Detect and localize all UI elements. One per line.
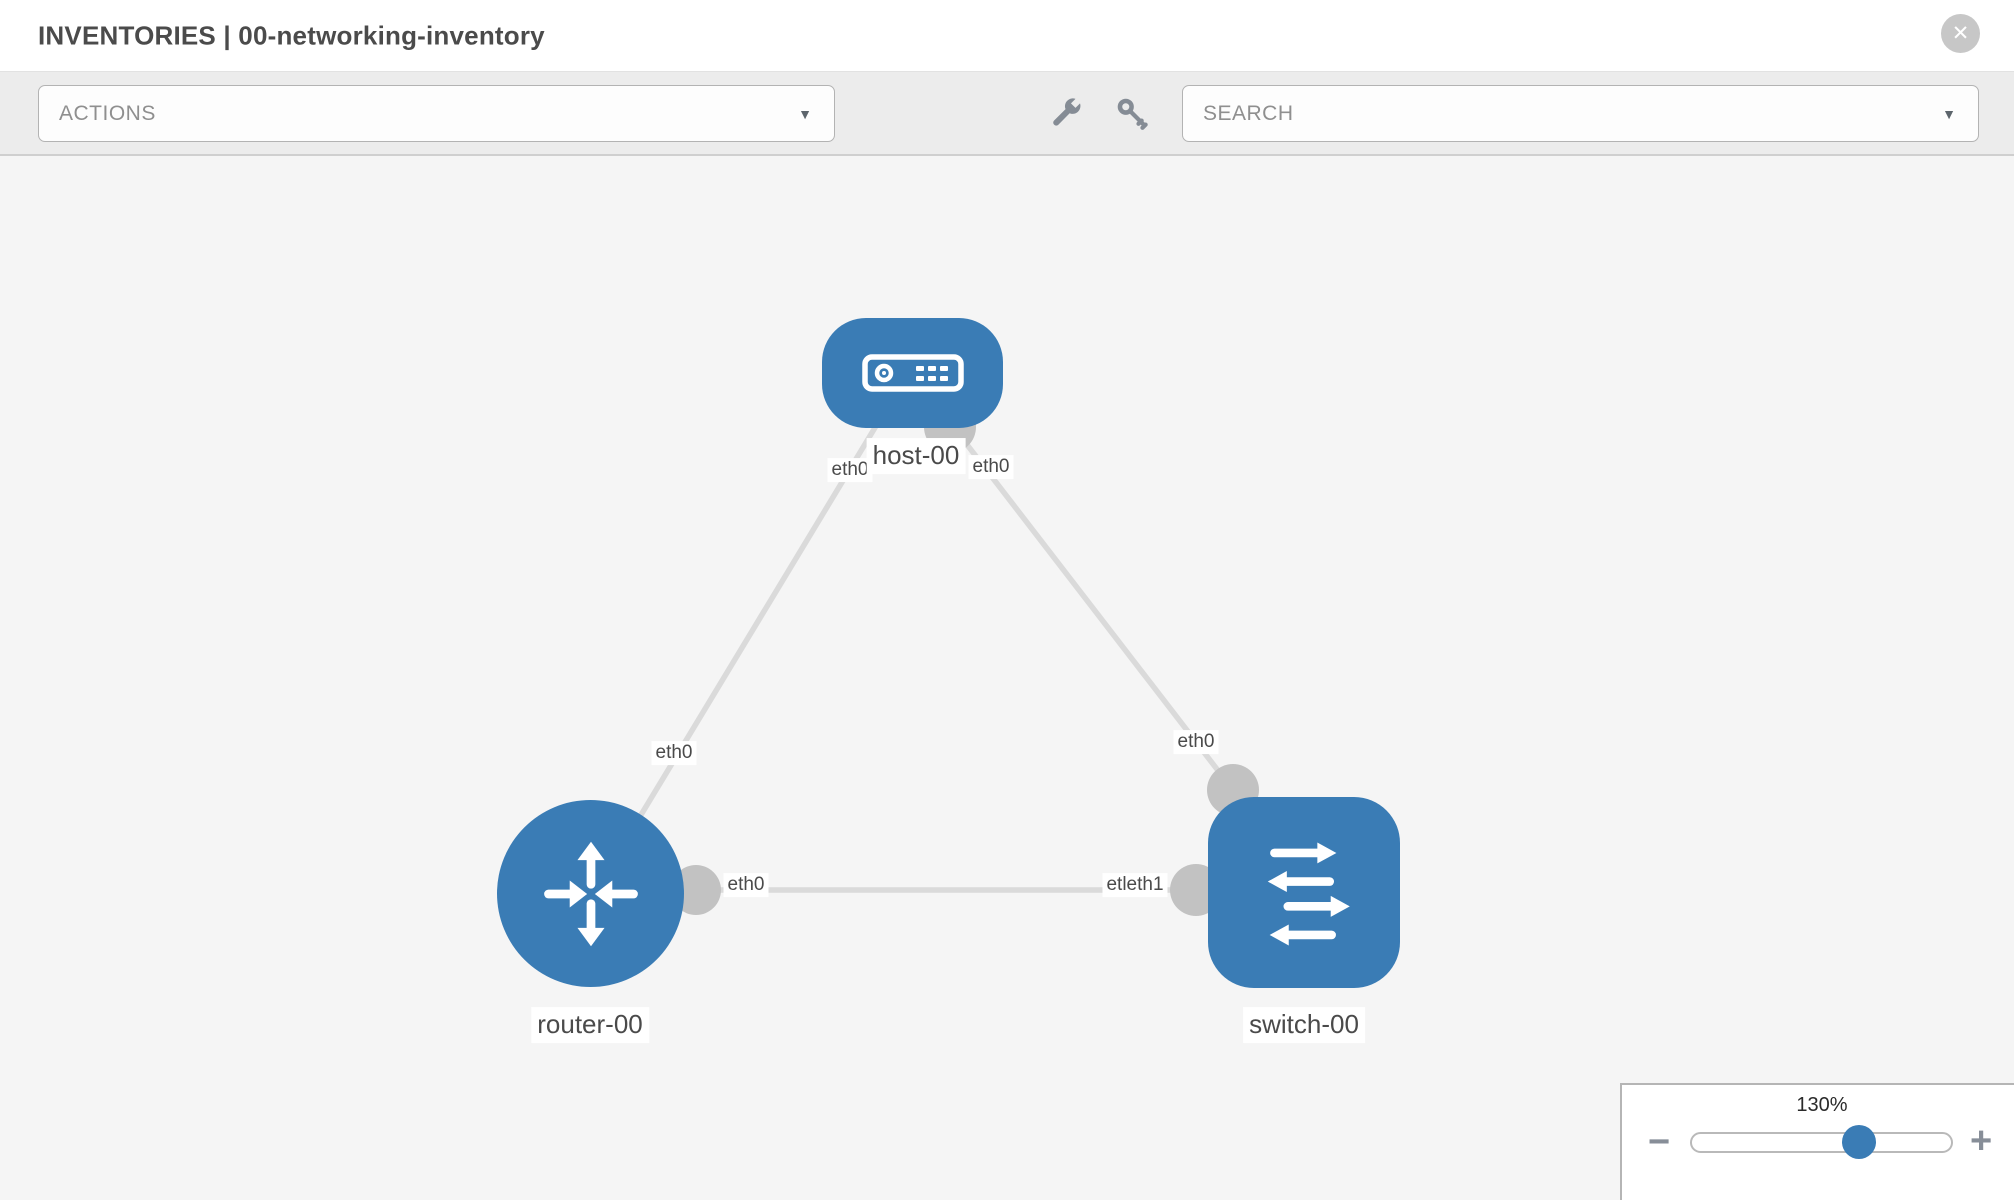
close-icon: ✕	[1951, 22, 1970, 45]
host-icon	[861, 354, 964, 392]
topology-canvas[interactable]: eth0 eth0 host-00 eth0 eth0 eth0 etleth1…	[0, 156, 2014, 1200]
chevron-down-icon: ▼	[798, 105, 812, 122]
node-label-router: router-00	[531, 1007, 649, 1043]
zoom-level: 130%	[1796, 1094, 1848, 1116]
topology-links-layer	[589, 376, 1259, 916]
node-label-switch: switch-00	[1243, 1007, 1365, 1043]
node-label-host: host-00	[866, 438, 966, 474]
interface-label-switch-side: etleth1	[1102, 873, 1168, 897]
node-switch-00[interactable]	[1208, 797, 1400, 988]
zoom-in-button[interactable]: +	[1970, 1120, 1993, 1162]
wrench-button[interactable]	[1048, 95, 1084, 131]
toolbar: ACTIONS ▼ SEARCH ▼	[0, 72, 2014, 156]
zoom-slider-thumb[interactable]	[1842, 1125, 1876, 1159]
key-icon	[1117, 98, 1148, 130]
chevron-down-icon: ▼	[1942, 105, 1956, 122]
actions-dropdown[interactable]: ACTIONS ▼	[38, 85, 835, 142]
window-header: INVENTORIES | 00-networking-inventory ✕	[0, 0, 2014, 72]
page-title: INVENTORIES | 00-networking-inventory	[38, 20, 545, 50]
wrench-icon	[1053, 98, 1081, 126]
interface-label-host-left: eth0	[827, 458, 873, 482]
key-button[interactable]	[1114, 95, 1150, 131]
switch-icon	[1267, 841, 1350, 945]
interface-label-router-side: eth0	[723, 873, 769, 897]
interface-label-host-right: eth0	[968, 455, 1014, 479]
router-icon	[543, 841, 638, 946]
zoom-out-button[interactable]: −	[1648, 1121, 1671, 1163]
node-router-00[interactable]	[497, 800, 684, 987]
node-host-00[interactable]	[822, 318, 1003, 428]
actions-dropdown-label: ACTIONS	[59, 101, 156, 125]
search-dropdown-label: SEARCH	[1203, 101, 1294, 125]
interface-label-link-host-switch: eth0	[1173, 730, 1219, 754]
search-dropdown[interactable]: SEARCH ▼	[1182, 85, 1979, 142]
zoom-slider-track[interactable]	[1690, 1125, 1953, 1159]
close-button[interactable]: ✕	[1941, 14, 1980, 53]
interface-label-link-host-router: eth0	[651, 741, 697, 765]
zoom-control-panel: 130% − +	[1620, 1083, 2014, 1200]
